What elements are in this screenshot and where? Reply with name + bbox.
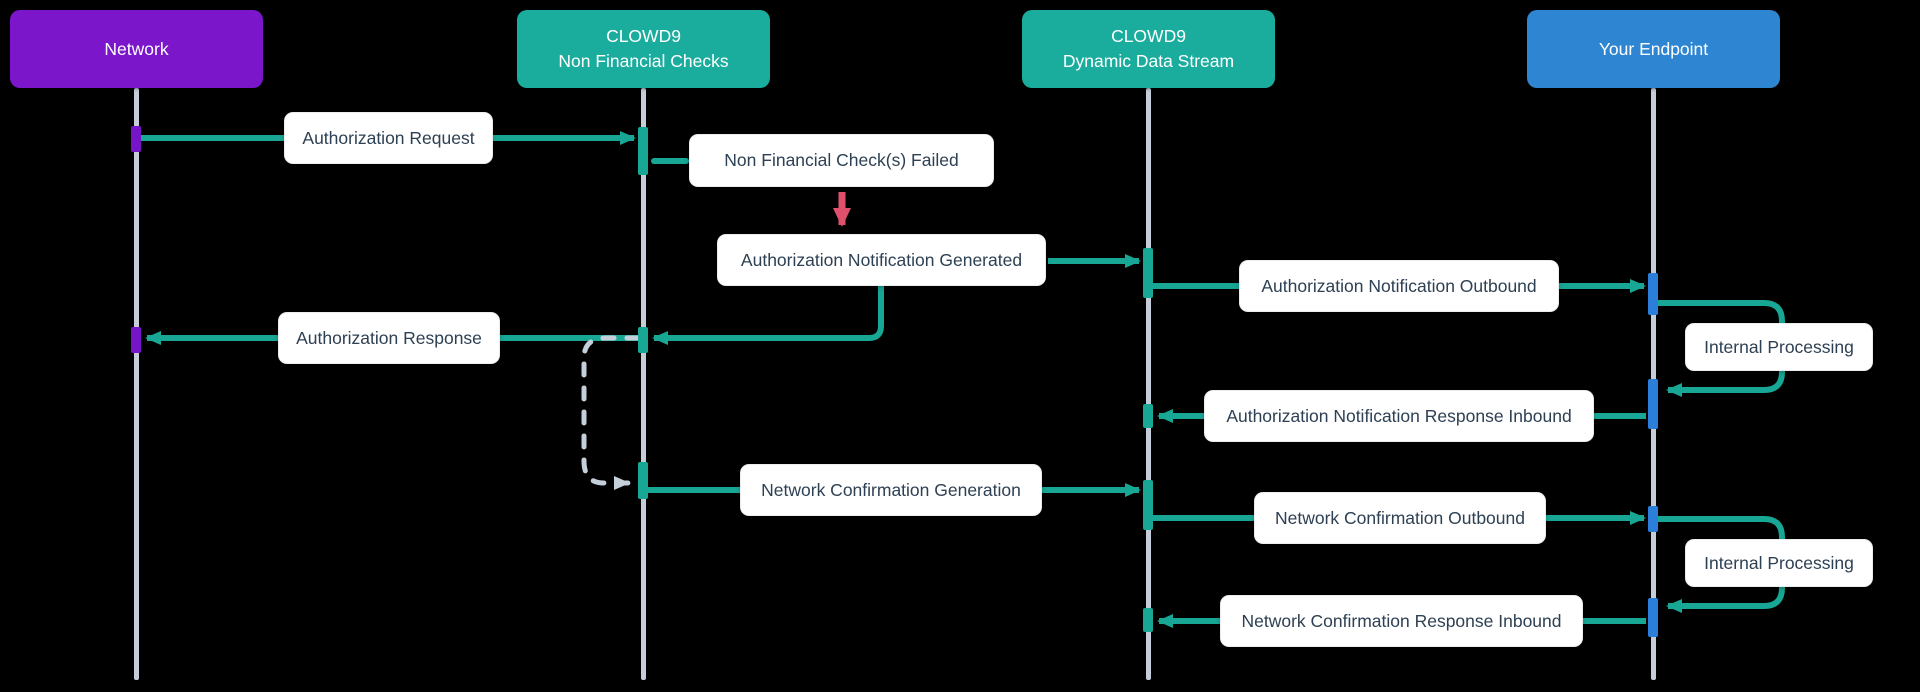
label-internal-processing-2: Internal Processing bbox=[1686, 540, 1872, 586]
activation-nfc-3 bbox=[638, 462, 648, 499]
label-authorization-response: Authorization Response bbox=[279, 313, 499, 363]
activation-endpoint-4 bbox=[1648, 598, 1658, 637]
label-network-confirmation-generation: Network Confirmation Generation bbox=[741, 465, 1041, 515]
participant-your-endpoint: Your Endpoint bbox=[1527, 10, 1780, 88]
activation-dds-2 bbox=[1143, 404, 1153, 428]
activation-network-1 bbox=[131, 126, 141, 152]
participant-clowd9-dynamic-data-stream: CLOWD9 Dynamic Data Stream bbox=[1022, 10, 1275, 88]
activation-endpoint-3 bbox=[1648, 506, 1658, 532]
activation-dds-3 bbox=[1143, 480, 1153, 530]
label-non-financial-checks-failed: Non Financial Check(s) Failed bbox=[690, 135, 993, 186]
activation-dds-1 bbox=[1143, 248, 1153, 298]
label-network-confirmation-response-inbound: Network Confirmation Response Inbound bbox=[1221, 596, 1582, 646]
participant-nfc-label-line2: Non Financial Checks bbox=[558, 51, 729, 71]
lifeline-network bbox=[134, 88, 139, 680]
participant-network-label: Network bbox=[104, 38, 169, 59]
generated-elbow-return-arrow bbox=[652, 285, 884, 345]
activation-nfc-2 bbox=[638, 327, 648, 353]
label-network-confirmation-outbound: Network Confirmation Outbound bbox=[1255, 493, 1545, 543]
lifeline-clowd9-non-financial-checks bbox=[641, 88, 646, 680]
activation-network-2 bbox=[131, 327, 141, 353]
participant-dds-label-line2: Dynamic Data Stream bbox=[1062, 51, 1235, 71]
lifeline-clowd9-dynamic-data-stream bbox=[1146, 88, 1151, 680]
label-authorization-request: Authorization Request bbox=[285, 113, 492, 163]
activation-nfc-1 bbox=[638, 127, 648, 175]
activation-endpoint-2 bbox=[1648, 379, 1658, 429]
label-authorization-notification-response-inbound: Authorization Notification Response Inbo… bbox=[1205, 391, 1593, 441]
label-authorization-notification-generated: Authorization Notification Generated bbox=[718, 235, 1045, 285]
nfc-dashed-self-loop bbox=[581, 335, 641, 490]
label-authorization-notification-outbound: Authorization Notification Outbound bbox=[1240, 261, 1558, 311]
participant-clowd9-non-financial-checks: CLOWD9 Non Financial Checks bbox=[517, 10, 770, 88]
activation-dds-4 bbox=[1143, 608, 1153, 632]
participant-nfc-label-line1: CLOWD9 bbox=[606, 26, 681, 46]
participant-endpoint-label: Your Endpoint bbox=[1598, 38, 1709, 59]
participant-dds-label-line1: CLOWD9 bbox=[1111, 26, 1186, 46]
activation-endpoint-1 bbox=[1648, 273, 1658, 315]
participant-network: Network bbox=[10, 10, 263, 88]
label-internal-processing-1: Internal Processing bbox=[1686, 324, 1872, 370]
